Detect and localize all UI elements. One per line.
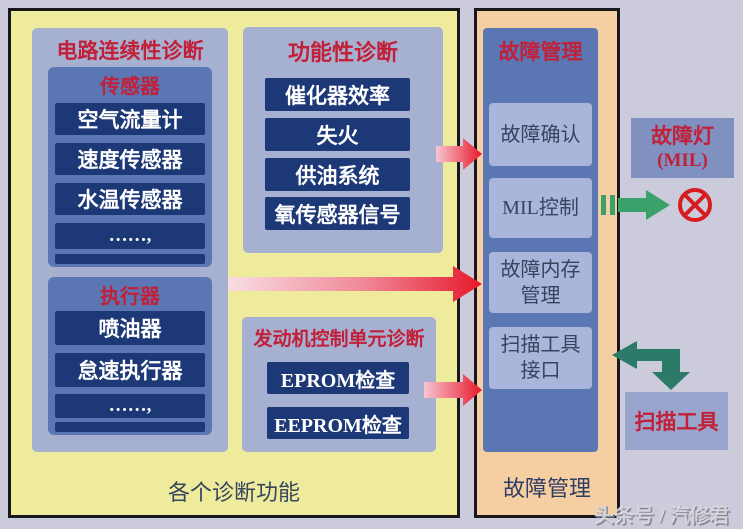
scan-tool-arrow-icon bbox=[612, 341, 690, 390]
ecu-diagnosis-title: 发动机控制单元诊断 bbox=[253, 329, 425, 350]
mil-lamp-label-line1: 故障灯 bbox=[651, 124, 714, 148]
empty-bar bbox=[55, 422, 205, 432]
diagnostic-functions-label: 各个诊断功能 bbox=[167, 480, 300, 505]
functional-diagnosis-box: 功能性诊断 催化器效率 失火 供油系统 氧传感器信号 bbox=[243, 27, 443, 253]
actuator-item-injector: 喷油器 bbox=[55, 311, 205, 345]
actuators-group: 执行器 喷油器 怠速执行器 ……, bbox=[48, 277, 212, 435]
empty-bar bbox=[55, 254, 205, 264]
fault-management-label: 故障管理 bbox=[502, 476, 591, 501]
scan-tool-label: 扫描工具 bbox=[634, 410, 719, 434]
diagnostic-functions-panel: 电路连续性诊断 传感器 空气流量计 速度传感器 水温传感器 ……, 执行器 喷油… bbox=[8, 8, 460, 518]
fault-item-memory-management: 故障内存管理 bbox=[489, 252, 592, 313]
sensor-item-coolant-temp-sensor: 水温传感器 bbox=[55, 183, 205, 215]
sensor-item-ellipsis: ……, bbox=[55, 223, 205, 249]
sensor-item-speed-sensor: 速度传感器 bbox=[55, 143, 205, 175]
fault-management-box: 故障管理 故障确认 MIL控制 故障内存管理 扫描工具接口 bbox=[483, 28, 598, 452]
sensors-group-title: 传感器 bbox=[100, 76, 160, 98]
flow-arrow-to-fault-confirmation bbox=[436, 138, 482, 170]
fault-management-panel: 故障管理 故障确认 MIL控制 故障内存管理 扫描工具接口 故障管理 bbox=[474, 8, 620, 518]
flow-arrow-to-fault-memory bbox=[228, 266, 482, 302]
actuators-group-title: 执行器 bbox=[100, 286, 160, 308]
functional-item-catalyst-efficiency: 催化器效率 bbox=[265, 78, 410, 111]
ecu-item-eprom-check: EPROM检查 bbox=[267, 362, 409, 394]
mil-lamp-box: 故障灯 (MIL) bbox=[631, 118, 734, 178]
actuator-item-ellipsis: ……, bbox=[55, 394, 205, 418]
ecu-item-eeprom-check: EEPROM检查 bbox=[267, 407, 409, 439]
actuator-item-idle-actuator: 怠速执行器 bbox=[55, 353, 205, 387]
sensor-item-air-flow-meter: 空气流量计 bbox=[55, 103, 205, 135]
ecu-diagnosis-box: 发动机控制单元诊断 EPROM检查 EEPROM检查 bbox=[242, 317, 436, 452]
functional-item-o2-sensor-signal: 氧传感器信号 bbox=[265, 197, 410, 230]
functional-item-fuel-system: 供油系统 bbox=[265, 158, 410, 191]
functional-item-misfire: 失火 bbox=[265, 118, 410, 151]
sensors-group: 传感器 空气流量计 速度传感器 水温传感器 ……, bbox=[48, 67, 212, 267]
mil-arrow-icon bbox=[601, 190, 670, 220]
scan-tool-box: 扫描工具 bbox=[625, 392, 728, 450]
fault-item-mil-control: MIL控制 bbox=[489, 178, 592, 238]
fault-management-title: 故障管理 bbox=[498, 40, 583, 64]
fault-item-scan-tool-interface: 扫描工具接口 bbox=[489, 327, 592, 389]
watermark: 头条号 / 汽修君 bbox=[594, 505, 730, 527]
flow-arrow-to-scan-interface bbox=[424, 374, 482, 406]
functional-diagnosis-title: 功能性诊断 bbox=[287, 40, 398, 65]
fault-item-confirmation: 故障确认 bbox=[489, 103, 592, 166]
circuit-continuity-title: 电路连续性诊断 bbox=[56, 39, 204, 63]
circuit-continuity-box: 电路连续性诊断 传感器 空气流量计 速度传感器 水温传感器 ……, 执行器 喷油… bbox=[32, 28, 228, 452]
mil-lamp-icon bbox=[678, 188, 712, 222]
mil-lamp-label-line2: (MIL) bbox=[657, 150, 708, 172]
